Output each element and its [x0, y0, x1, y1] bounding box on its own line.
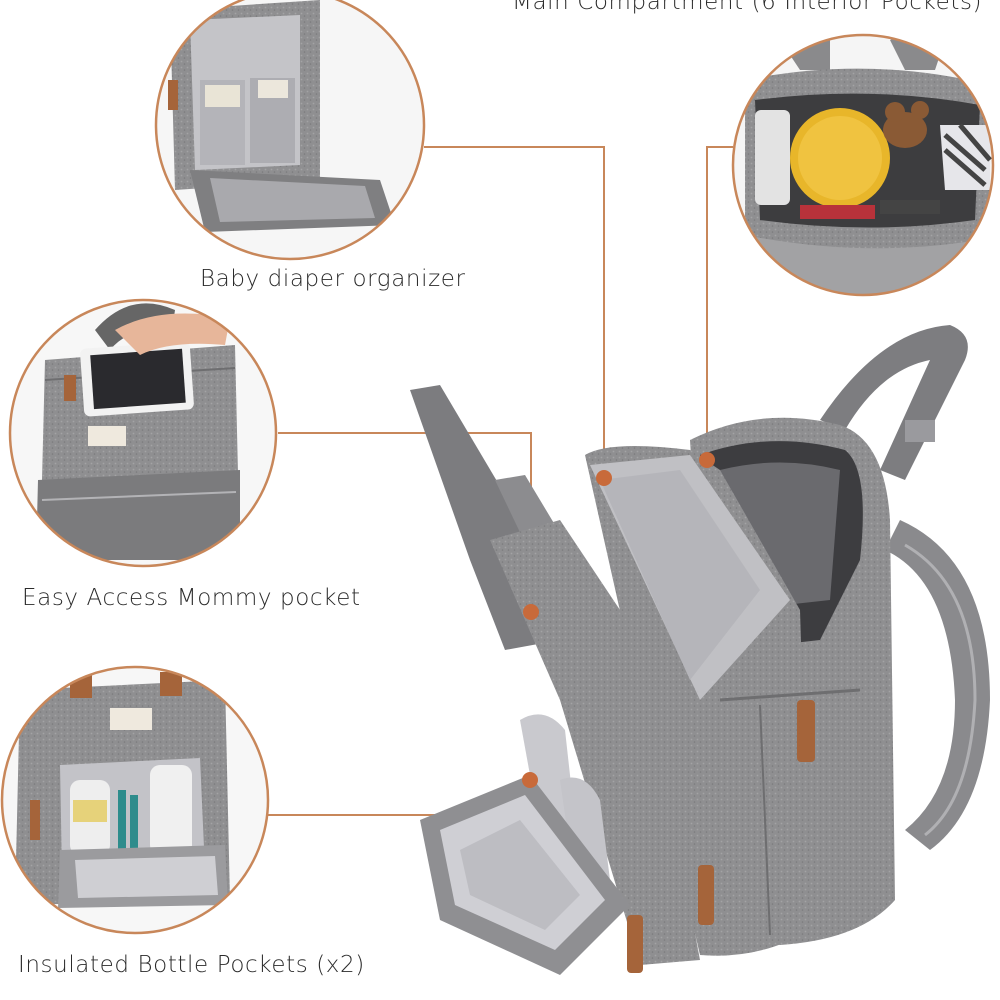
detail-circle-bottle	[0, 665, 270, 935]
callout-dot-icon	[699, 452, 715, 468]
callout-dot-icon	[522, 772, 538, 788]
detail-circle-main	[731, 33, 995, 297]
callout-dot-icon	[523, 604, 539, 620]
leader-line-diaper	[424, 146, 605, 478]
main-backpack	[410, 325, 990, 975]
main-compartment-label: Main Compartment (6 Interior Pockets)	[512, 0, 983, 15]
leader-line-main	[706, 146, 733, 460]
callout-dots	[522, 452, 715, 788]
detail-circle-mommy	[8, 298, 278, 568]
callout-dot-icon	[596, 470, 612, 486]
diaper-organizer-label: Baby diaper organizer	[200, 266, 466, 292]
detail-circle-diaper	[154, 0, 426, 261]
bottle-pockets-label: Insulated Bottle Pockets (x2)	[18, 952, 365, 978]
mommy-pocket-label: Easy Access Mommy pocket	[22, 585, 361, 611]
